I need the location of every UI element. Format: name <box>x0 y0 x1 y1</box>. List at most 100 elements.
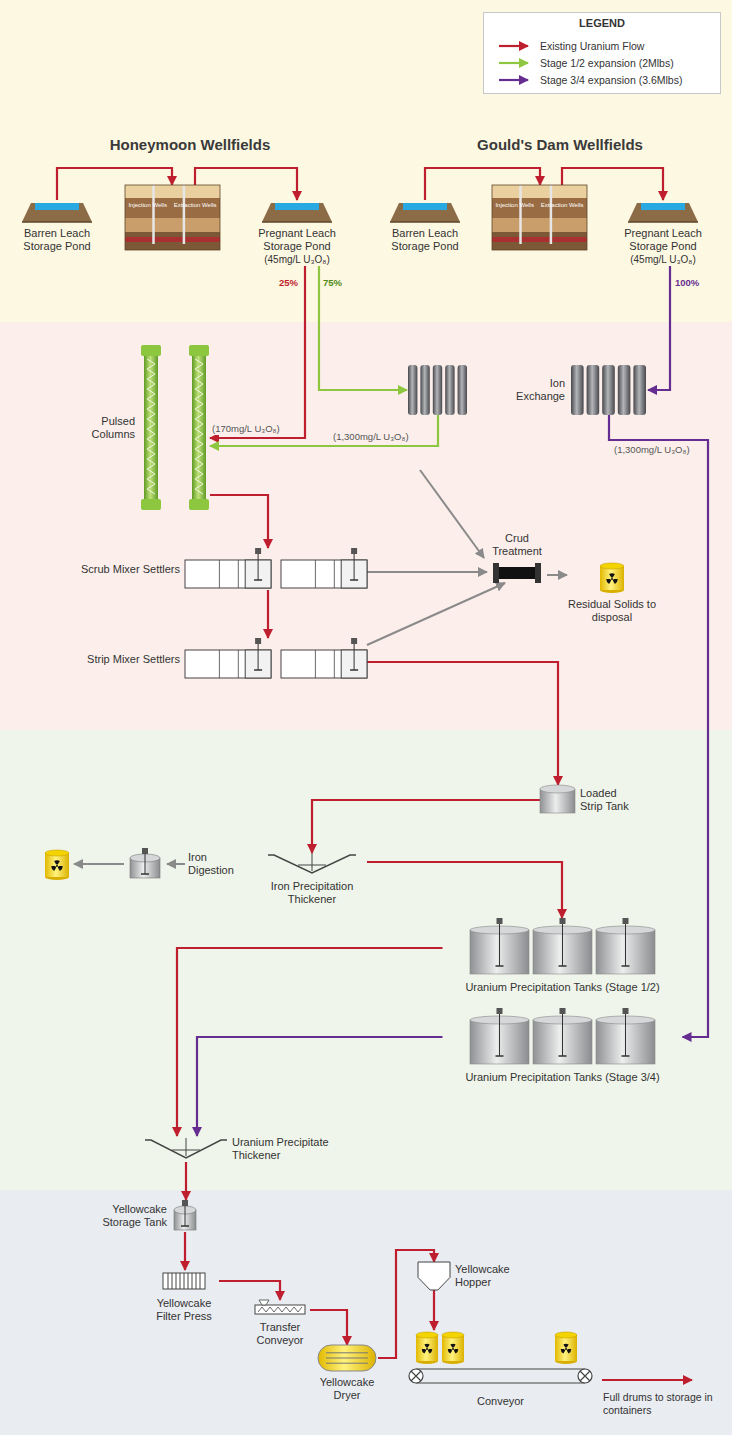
equipment-label: Yellowcake Filter Press <box>149 1297 219 1323</box>
equipment-node: Ion Exchange <box>507 365 648 415</box>
equipment-label: Transfer Conveyor <box>250 1321 310 1347</box>
flow-label: 100% <box>675 277 699 289</box>
radiation-symbol <box>448 1349 452 1354</box>
ion-exchange-column <box>618 365 631 415</box>
belt <box>416 1368 585 1369</box>
equipment-name: Yellowcake Filter Press <box>149 1297 219 1323</box>
belt-roller <box>578 1369 592 1383</box>
agitator-shaft <box>625 1014 626 1056</box>
equipment-icon <box>268 853 356 875</box>
flow-line <box>367 583 505 645</box>
equipment-node: Residual Solids to disposal <box>567 563 657 624</box>
flow-line <box>267 590 269 638</box>
equipment-node: Loaded Strip Tank <box>540 785 638 815</box>
dryer-tube <box>326 1352 368 1353</box>
press-plate <box>168 1273 169 1289</box>
column-cap <box>141 345 161 356</box>
grade-note: Extraction Wells <box>541 202 584 209</box>
agitator-motor <box>182 1200 188 1206</box>
press-plate <box>176 1273 177 1289</box>
ion-exchange-column <box>571 365 584 415</box>
wellfield-outline <box>492 185 587 250</box>
equipment-name: Pregnant Leach Storage Pond <box>613 227 713 253</box>
radiation-symbol <box>56 865 58 867</box>
ground-layer <box>492 232 587 250</box>
equipment-label: Uranium Precipitation Tanks (Stage 1/2) <box>443 981 683 994</box>
equipment-label: Strip Mixer Settlers <box>60 653 180 666</box>
product-band <box>0 1190 732 1435</box>
pond-bank <box>22 203 92 222</box>
equipment-node <box>407 365 469 415</box>
well-pipe <box>152 185 155 244</box>
equipment-label: Pulsed Columns <box>80 415 135 441</box>
equipment-node: Conveyor <box>408 1330 593 1408</box>
agitator-motor <box>623 1008 629 1014</box>
filter-press <box>163 1273 205 1289</box>
equipment-node: Yellowcake Hopper <box>418 1262 525 1290</box>
radiation-symbol <box>609 573 615 577</box>
settler-weir <box>334 560 335 588</box>
pulsed-column <box>144 353 158 502</box>
equipment-icon <box>628 200 698 222</box>
legend-arrow <box>499 44 528 46</box>
equipment-name: Crud Treatment <box>487 532 547 558</box>
column-baffles <box>147 359 155 494</box>
radiation-symbol <box>613 579 618 584</box>
drum-bottom <box>600 590 624 593</box>
equipment-name: Barren Leach Storage Pond <box>384 227 466 253</box>
press-plate <box>200 1273 201 1289</box>
extraction-band <box>0 322 732 730</box>
equipment-label: Conveyor <box>451 1395 551 1408</box>
equipment-icon <box>22 200 92 222</box>
thickener-rake <box>298 865 326 866</box>
radiation-symbol <box>51 866 56 871</box>
equipment-node: Iron Precipitation Thickener <box>257 853 367 906</box>
ion-exchange-column <box>445 365 454 415</box>
equipment-name: Transfer Conveyor <box>250 1321 310 1347</box>
equipment-label: Uranium Precipitation Tanks (Stage 3/4) <box>443 1071 683 1084</box>
well-pipe <box>183 185 186 244</box>
column-cap <box>189 499 209 510</box>
flow-arrow <box>602 1379 692 1381</box>
flow-label: 75% <box>323 277 342 289</box>
flow-line <box>367 862 562 918</box>
precipitation-band <box>0 730 732 1190</box>
equipment-name: Injection Wells <box>495 202 534 209</box>
equipment-icon <box>163 1270 205 1292</box>
output-note: Full drums to storage in containers <box>603 1391 728 1416</box>
well-pipe <box>550 185 553 244</box>
equipment-label: Barren Leach Storage Pond <box>384 227 466 253</box>
equipment-icon <box>418 1262 450 1290</box>
press-plate <box>188 1273 189 1289</box>
equipment-label: Iron Precipitation Thickener <box>257 880 367 906</box>
equipment-icon <box>493 563 541 583</box>
flow-arrow <box>420 470 484 558</box>
equipment-icon <box>570 365 648 415</box>
crud-filter <box>498 567 536 579</box>
equipment-name: Ion Exchange <box>507 377 565 403</box>
equipment-label: Pregnant Leach Storage Pond(45mg/L U₃O₈) <box>613 227 713 266</box>
screw-conveyor <box>255 1305 305 1314</box>
drum-bottom <box>416 1361 438 1364</box>
agitator-blade <box>141 873 149 875</box>
ion-exchange-column <box>433 365 442 415</box>
equipment-label: Injection WellsExtraction Wells <box>125 202 220 209</box>
radiation-symbol <box>450 1344 455 1348</box>
radiation-symbol <box>452 1348 454 1350</box>
settler-weir <box>315 650 316 678</box>
equipment-icon <box>390 200 460 222</box>
agitator-motor <box>255 638 261 644</box>
agitator-shaft <box>258 554 259 580</box>
agitator-blade <box>181 1225 189 1227</box>
pond-bank <box>390 203 460 222</box>
agitator-shaft <box>145 854 146 874</box>
flow-label: (1,300mg/L U₃O₈) <box>333 431 409 443</box>
agitator-motor <box>560 1008 566 1014</box>
legend-text: Stage 3/4 expansion (3.6Mlbs) <box>540 74 682 86</box>
equipment-node: Yellowcake Filter Press <box>149 1270 219 1323</box>
agitator-motor <box>560 918 566 924</box>
column-cap <box>141 499 161 510</box>
equipment-node: Yellowcake Dryer <box>316 1345 378 1402</box>
belt-roller <box>409 1369 423 1383</box>
